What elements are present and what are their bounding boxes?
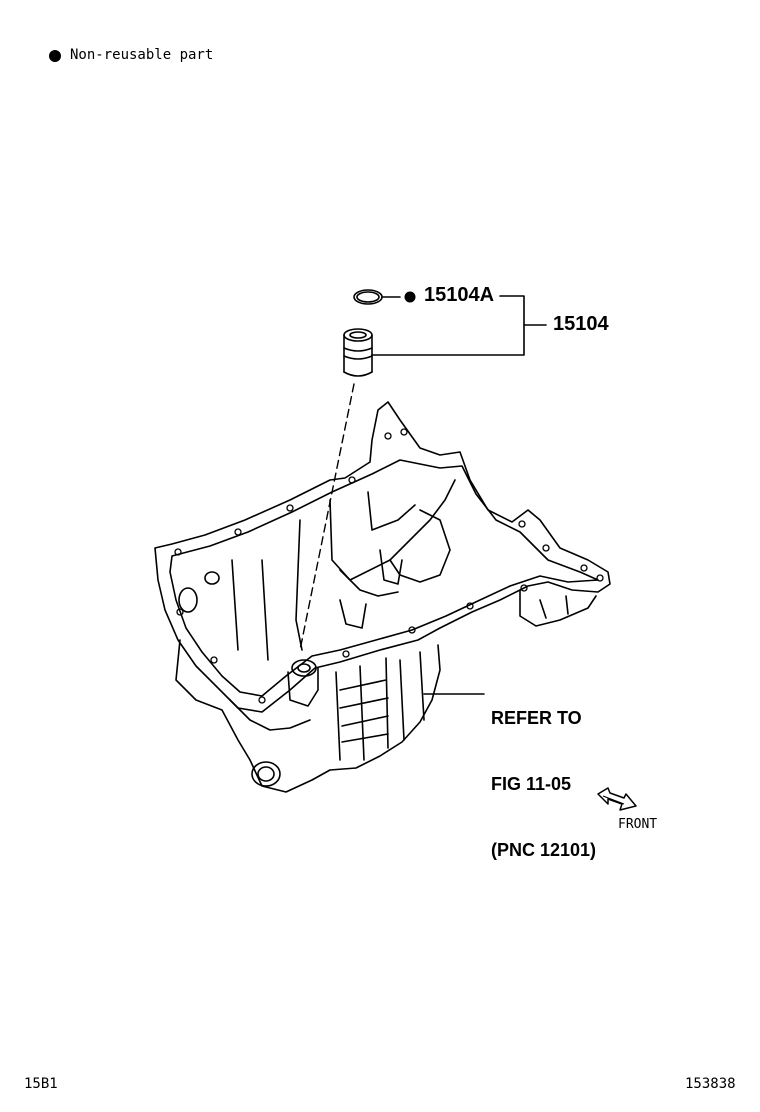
filled-circle-icon bbox=[49, 50, 61, 62]
part-label-15104[interactable]: 15104 bbox=[553, 313, 609, 335]
footer-right-code: 153838 bbox=[685, 1076, 736, 1092]
oil-pan-body bbox=[154, 401, 611, 793]
refer-note[interactable]: REFER TO FIG 11-05 (PNC 12101) bbox=[491, 663, 596, 905]
refer-line-1: REFER TO bbox=[491, 708, 582, 728]
front-label: FRONT bbox=[618, 817, 658, 832]
footer-left-code: 15B1 bbox=[24, 1076, 58, 1092]
refer-line-2: FIG 11-05 bbox=[491, 774, 572, 794]
refer-line-3: (PNC 12101) bbox=[491, 840, 597, 860]
flange-bolt-holes bbox=[174, 428, 604, 704]
oil-strainer-part bbox=[343, 328, 373, 377]
non-reusable-marker-icon bbox=[404, 291, 416, 303]
legend-text: Non-reusable part bbox=[70, 47, 214, 63]
o-ring-part bbox=[353, 289, 383, 305]
part-label-15104a[interactable]: 15104A bbox=[424, 284, 495, 306]
install-dash-line bbox=[299, 383, 355, 651]
front-arrow-icon bbox=[597, 787, 637, 811]
